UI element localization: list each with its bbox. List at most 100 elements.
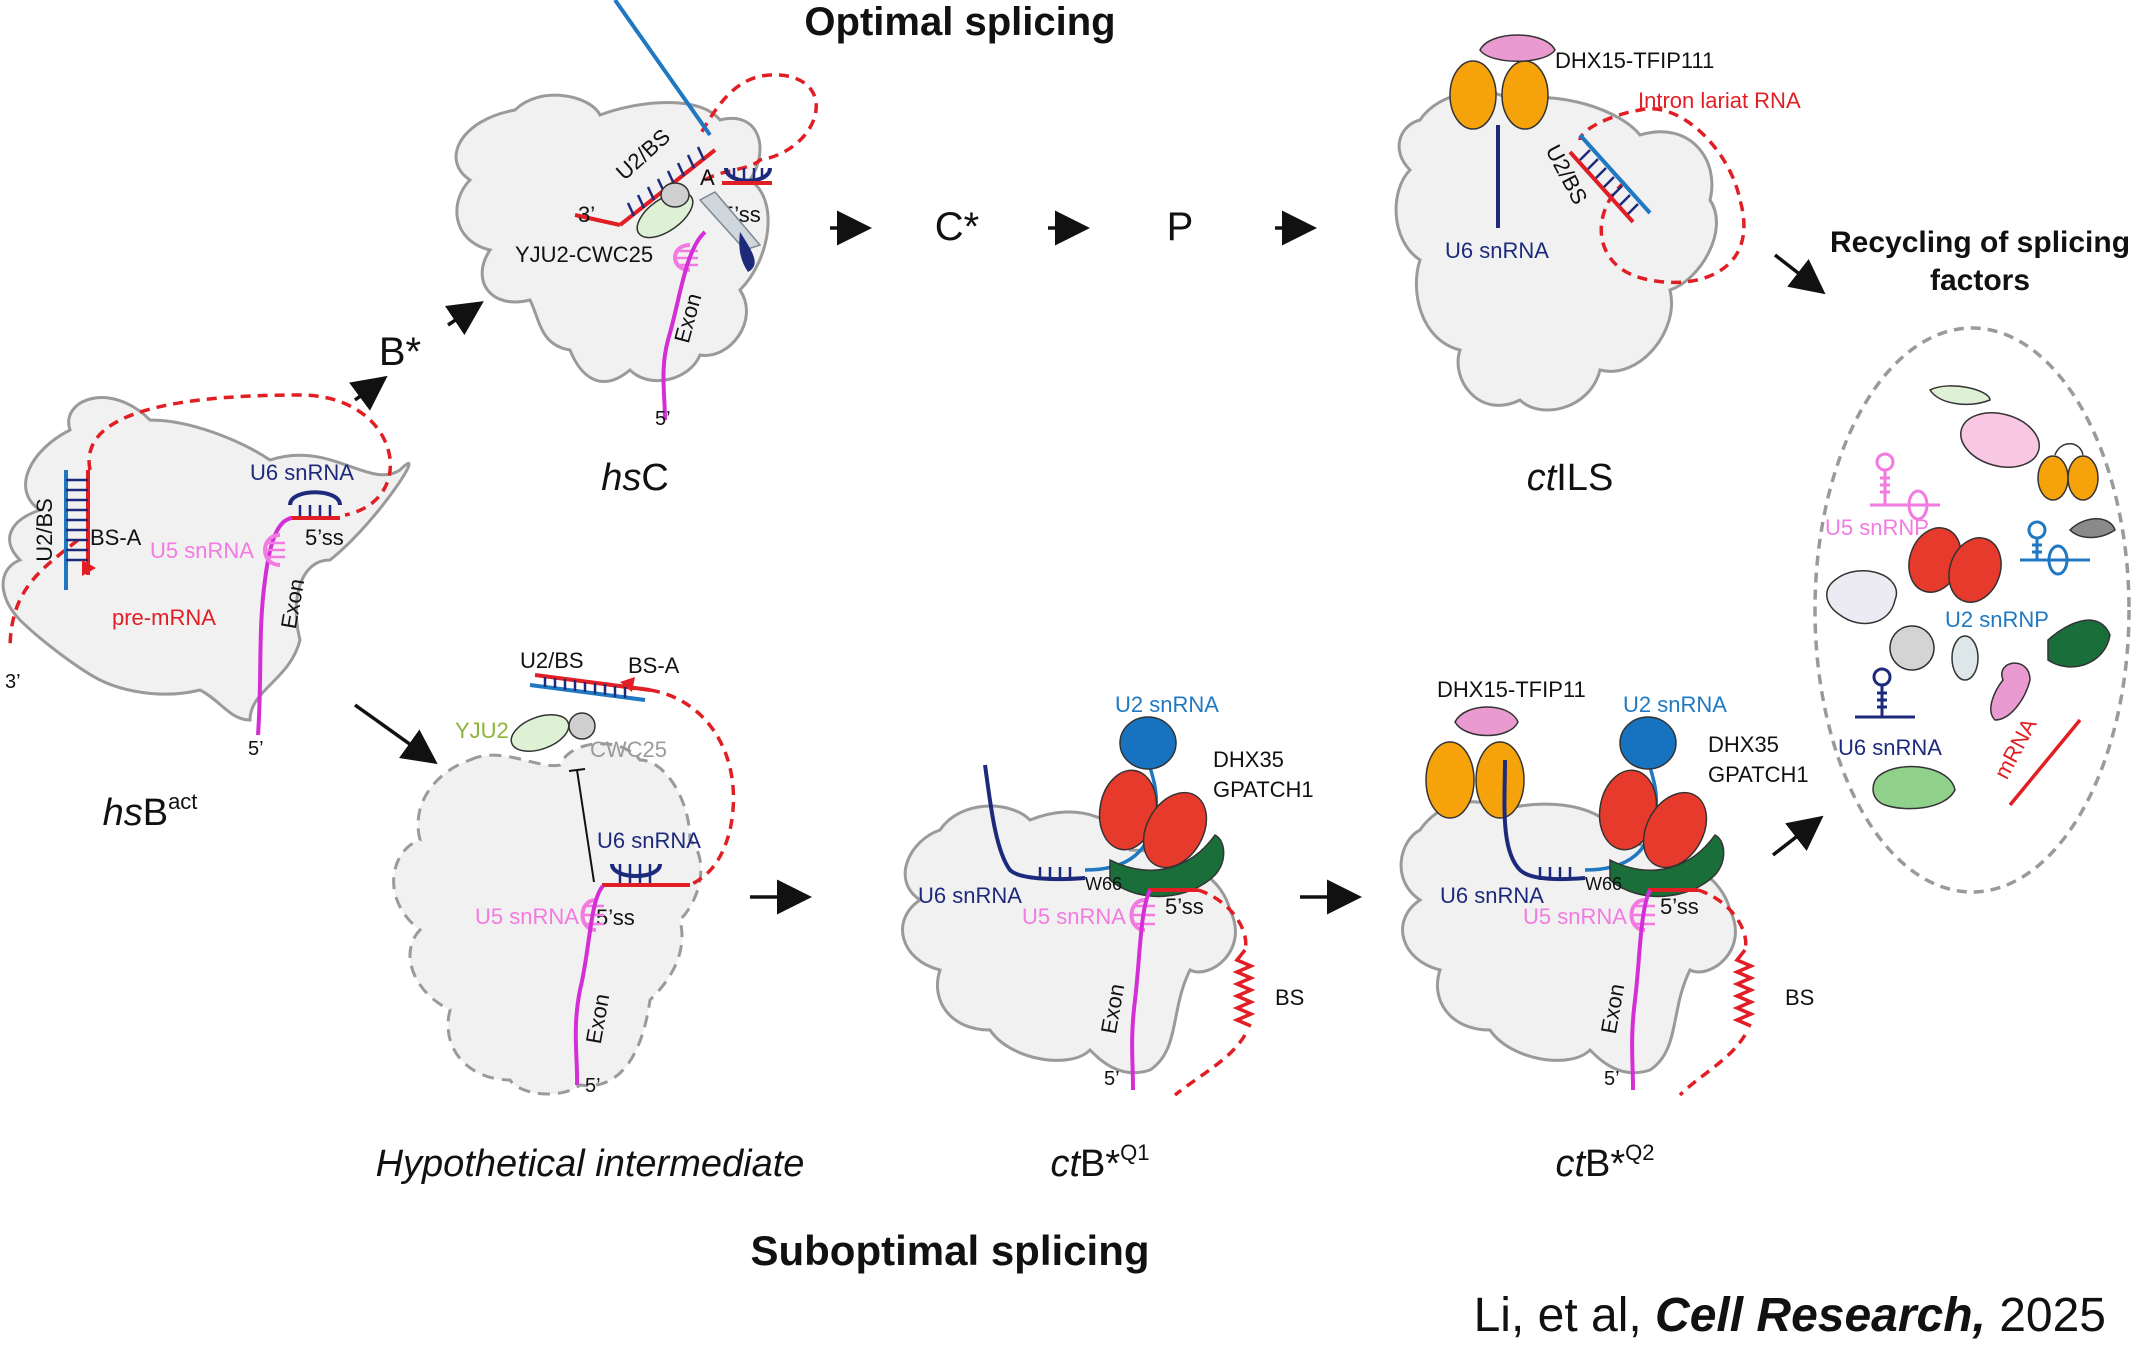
hsc-yju2cwc25-label: YJU2-CWC25 xyxy=(515,242,653,267)
ctbq2-u2-protein xyxy=(1619,716,1677,770)
hypothetical-branch-a-marker xyxy=(620,677,635,692)
ctbq1-intron-lower xyxy=(1173,1034,1247,1097)
ctbq1-u2-label: U2 snRNA xyxy=(1115,692,1219,717)
hypothetical-inhibition-line xyxy=(576,769,595,883)
hsc-cwc25-protein xyxy=(660,182,690,208)
ctbq2-5ss-label: 5’ss xyxy=(1660,894,1699,919)
step-bstar: B* xyxy=(379,330,421,374)
recycling-mrna-label: mRNA xyxy=(1989,714,2042,783)
recycling-title-line2: factors xyxy=(1930,264,2030,297)
hsbact-name: hsBact xyxy=(103,789,198,834)
ctbq2-dhx15-lobe-left xyxy=(1425,741,1475,819)
ctils-tfip11-protein xyxy=(1479,34,1556,62)
recycling-pink-small-protein xyxy=(1990,662,2031,721)
hsc-a-label: A xyxy=(700,165,715,190)
recycling-u2-snrnp xyxy=(2020,520,2090,576)
ctbq2-gpatch1-label: GPATCH1 xyxy=(1708,762,1809,787)
ctils-dhx15-lobe-left xyxy=(1449,60,1497,130)
ctbq1-complex: U2 snRNA DHX35 GPATCH1 W66 U6 snRNA 5’ss… xyxy=(901,692,1314,1185)
recycling-pool-boundary xyxy=(1813,326,2131,894)
recycling-light-protein xyxy=(1951,635,1979,681)
recycling-gray-protein xyxy=(2068,518,2116,539)
hypothetical-cwc25-protein xyxy=(568,712,596,740)
hsc-exon xyxy=(661,230,707,421)
hsc-3p-label: 3’ xyxy=(578,202,595,227)
ctils-bs-strand xyxy=(1568,150,1635,224)
recycling-dhx15-lobe-right xyxy=(2067,455,2099,501)
ctbq1-dhx35-lobe-2 xyxy=(1142,791,1208,869)
hypothetical-u6-basepairs xyxy=(618,864,652,884)
hsc-u6-end xyxy=(739,232,755,272)
ctbq1-5p-label: 5’ xyxy=(1104,1068,1120,1090)
ctils-spliceosome-shape xyxy=(1394,90,1718,412)
step-cstar: C* xyxy=(935,205,979,249)
hypothetical-exon xyxy=(573,884,605,1086)
hypothetical-5ss-label: 5’ss xyxy=(596,905,635,930)
hsc-u6-snrna xyxy=(724,167,772,183)
title-optimal: Optimal splicing xyxy=(804,0,1115,44)
ctbq2-gpatch1-protein xyxy=(1609,834,1725,898)
ctbq2-dhx35-lobe-2 xyxy=(1642,791,1708,869)
recycling-yju2-protein xyxy=(1928,385,1991,406)
recycling-u5-snrnp xyxy=(1870,452,1940,521)
hypothetical-inhibition-bar xyxy=(568,768,586,772)
citation-journal: Cell Research, xyxy=(1655,1289,1986,1342)
ctbq2-u2-label: U2 snRNA xyxy=(1623,692,1727,717)
ctbq2-u5-label: U5 snRNA xyxy=(1523,904,1627,929)
hsbact-u6-basepairs xyxy=(298,505,332,518)
recycling-title-line1: Recycling of splicing xyxy=(1830,226,2130,259)
arrow-bact-to-bstar xyxy=(349,375,388,411)
arrow-q2-to-recycling xyxy=(1771,815,1824,857)
ctbq1-gpatch1-label: GPATCH1 xyxy=(1213,777,1314,802)
hsbact-branch-a-marker xyxy=(82,560,96,576)
ctbq2-exon xyxy=(1630,889,1652,1091)
hsbact-bsa-label: BS-A xyxy=(90,525,142,550)
ctbq2-w66-label: W66 xyxy=(1585,874,1622,894)
hypothetical-u5-label: U5 snRNA xyxy=(475,904,579,929)
ctbq1-u6u2-basepairs xyxy=(1038,867,1072,880)
hsc-3p-strand xyxy=(574,213,621,227)
ctbq1-w66-label: W66 xyxy=(1085,874,1122,894)
hypothetical-bsa-label: BS-A xyxy=(628,653,680,678)
ctbq1-name: ctB*Q1 xyxy=(1050,1140,1149,1185)
ctbq1-bs-zigzag xyxy=(1232,948,1256,1028)
hsc-u2bs-basepairs xyxy=(626,146,706,217)
citation-year: 2025 xyxy=(1985,1289,2106,1342)
ctbq1-intron-upper xyxy=(1197,888,1248,951)
hsbact-complex: U2/BS BS-A U6 snRNA 5’ss Exon U5 snRNA p… xyxy=(1,393,411,834)
ctbq2-dhx35-label: DHX35 xyxy=(1708,732,1779,757)
step-p: P xyxy=(1167,205,1194,249)
hypothetical-u2bs-basepairs xyxy=(543,677,627,698)
ctils-dhx15tfip111-label: DHX15-TFIP111 xyxy=(1555,48,1714,73)
hsc-u2-strand xyxy=(613,0,712,137)
recycling-u6-snrna xyxy=(1855,667,1915,719)
recycling-dhx35-lobe-2 xyxy=(1948,537,2002,603)
recycling-dhx15-link xyxy=(2054,443,2084,456)
ctbq2-intron-lower xyxy=(1678,1034,1747,1097)
recycling-u5snrnp-label: U5 snRNP xyxy=(1825,515,1929,540)
hypothetical-u2bs-label: U2/BS xyxy=(520,648,584,673)
hsc-intron-loop xyxy=(698,73,818,182)
hsbact-intron-loop xyxy=(87,393,393,517)
hypothetical-cwc25-label: CWC25 xyxy=(590,737,667,762)
ctbq2-u6u2-basepairs xyxy=(1538,867,1572,880)
hsc-u6-basepairs xyxy=(732,168,764,180)
hsbact-premrna-label: pre-mRNA xyxy=(112,605,216,630)
ctils-intron-lariat xyxy=(1578,106,1746,285)
ctils-complex: DHX15-TFIP111 Intron lariat RNA U6 snRNA… xyxy=(1394,34,1801,499)
ctbq1-u2-protein xyxy=(1119,716,1177,770)
ctbq2-complex: DHX15-TFIP11 U2 snRNA DHX35 GPATCH1 W66 … xyxy=(1399,677,1814,1185)
hypothetical-yju2-label: YJU2 xyxy=(455,718,509,743)
hsbact-5ss-label: 5’ss xyxy=(305,525,344,550)
hsbact-u2bs-basepairs xyxy=(66,478,88,562)
recycling-pink-protein xyxy=(1960,412,2040,468)
ctbq1-u6-strand xyxy=(983,764,1086,882)
ctils-u2bs-basepairs xyxy=(1579,149,1639,215)
arrow-bact-to-hypothetical xyxy=(353,703,438,765)
hsbact-u5-label: U5 snRNA xyxy=(150,538,254,563)
recycling-u2snrnp-label: U2 snRNP xyxy=(1945,607,2049,632)
hypothetical-u6-label: U6 snRNA xyxy=(597,828,701,853)
hsbact-spliceosome-shape xyxy=(1,396,411,722)
